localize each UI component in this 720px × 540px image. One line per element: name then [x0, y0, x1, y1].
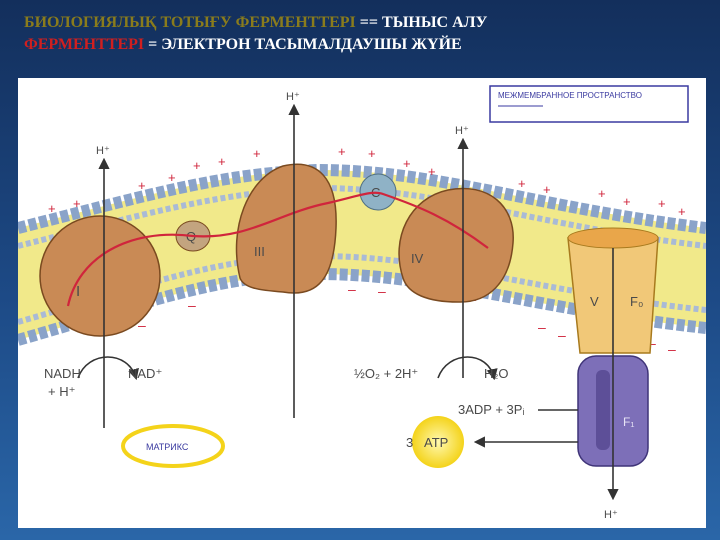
matrix-label: МАТРИКС: [146, 442, 189, 452]
svg-text:+: +: [218, 154, 226, 169]
svg-text:+: +: [138, 178, 146, 193]
f0-label: F₀: [630, 294, 643, 309]
nadh-reaction-arrow: [77, 356, 139, 381]
matrix-label-box: МАТРИКС: [121, 424, 225, 468]
adp-label: 3ADP + 3Pᵢ: [458, 402, 525, 417]
svg-text:+: +: [73, 196, 81, 211]
plus-h-label: + H⁺: [48, 384, 75, 399]
title-sep-2: =: [144, 36, 162, 53]
svg-text:+: +: [518, 176, 526, 191]
etc-diagram: +++ +++ +++ +++ +++ ++ ––– ––– ––– I Q I…: [18, 85, 706, 521]
svg-text:–: –: [348, 281, 356, 297]
electron-path: [66, 191, 489, 307]
title-part-4: ЭЛЕКТРОН ТАСЫМАЛДАУШЫ ЖҮЙЕ: [161, 36, 462, 53]
svg-text:+: +: [598, 186, 606, 201]
svg-text:–: –: [558, 327, 566, 343]
svg-text:–: –: [538, 319, 546, 335]
svg-text:+: +: [658, 196, 666, 211]
h-plus-label-3: H⁺: [455, 125, 469, 137]
svg-text:–: –: [188, 297, 196, 313]
complex-v-label: V: [590, 294, 599, 309]
svg-text:+: +: [168, 170, 176, 185]
svg-text:+: +: [543, 182, 551, 197]
svg-text:+: +: [623, 194, 631, 209]
title-part-1: БИОЛОГИЯЛЫҚ ТОТЫҒУ ФЕРМЕНТТЕРІ: [24, 14, 356, 31]
outer-lipid-heads: [18, 163, 706, 234]
f1-label: F₁: [623, 415, 634, 429]
svg-text:+: +: [678, 204, 686, 219]
svg-text:+: +: [403, 156, 411, 171]
oxygen-label: ½O₂ + 2H⁺: [354, 366, 418, 381]
svg-text:–: –: [668, 341, 676, 357]
title-part-3: ФЕРМЕНТТЕРІ: [24, 36, 145, 53]
positive-charges: + + + + + + + + + + + + + + + + +: [48, 144, 686, 219]
water-label: H₂O: [484, 366, 509, 381]
oxygen-reaction-arrow: [437, 356, 498, 381]
svg-text:+: +: [368, 146, 376, 161]
h-plus-label-1: H⁺: [96, 145, 110, 157]
nad-label: NAD⁺: [128, 366, 162, 381]
complex-iii-label: III: [254, 244, 265, 259]
intermembrane-label: МЕЖМЕМБРАННОЕ ПРОСТРАНСТВО: [498, 91, 642, 100]
nadh-label: NADH: [44, 366, 81, 381]
svg-text:–: –: [378, 283, 386, 299]
svg-text:+: +: [253, 146, 261, 161]
h-plus-label-4: H⁺: [604, 509, 618, 521]
svg-text:–: –: [138, 317, 146, 333]
atp-count: 3: [406, 435, 413, 450]
svg-text:+: +: [428, 164, 436, 179]
complex-i-label: I: [76, 283, 80, 300]
svg-text:+: +: [338, 144, 346, 159]
h-plus-label-2: H⁺: [286, 91, 300, 103]
complex-iv-label: IV: [411, 251, 424, 266]
svg-text:+: +: [48, 201, 56, 216]
complex-iv: IV: [398, 187, 514, 303]
slide-title: БИОЛОГИЯЛЫҚ ТОТЫҒУ ФЕРМЕНТТЕРІ == ТЫНЫС …: [24, 12, 704, 56]
svg-text:–: –: [648, 335, 656, 351]
proton-pumps: [98, 103, 619, 501]
svg-text:+: +: [193, 158, 201, 173]
title-sep-1: ==: [355, 14, 383, 31]
diagram-panel: +++ +++ +++ +++ +++ ++ ––– ––– ––– I Q I…: [18, 78, 706, 528]
title-part-2: ТЫНЫС АЛУ: [382, 14, 488, 31]
atp-output: 3 ATP: [406, 416, 464, 468]
atp-label: ATP: [424, 435, 448, 450]
complex-iii: III: [235, 163, 337, 294]
intermembrane-label-box: МЕЖМЕМБРАННОЕ ПРОСТРАНСТВО: [489, 85, 689, 123]
complex-i: I: [39, 215, 161, 337]
